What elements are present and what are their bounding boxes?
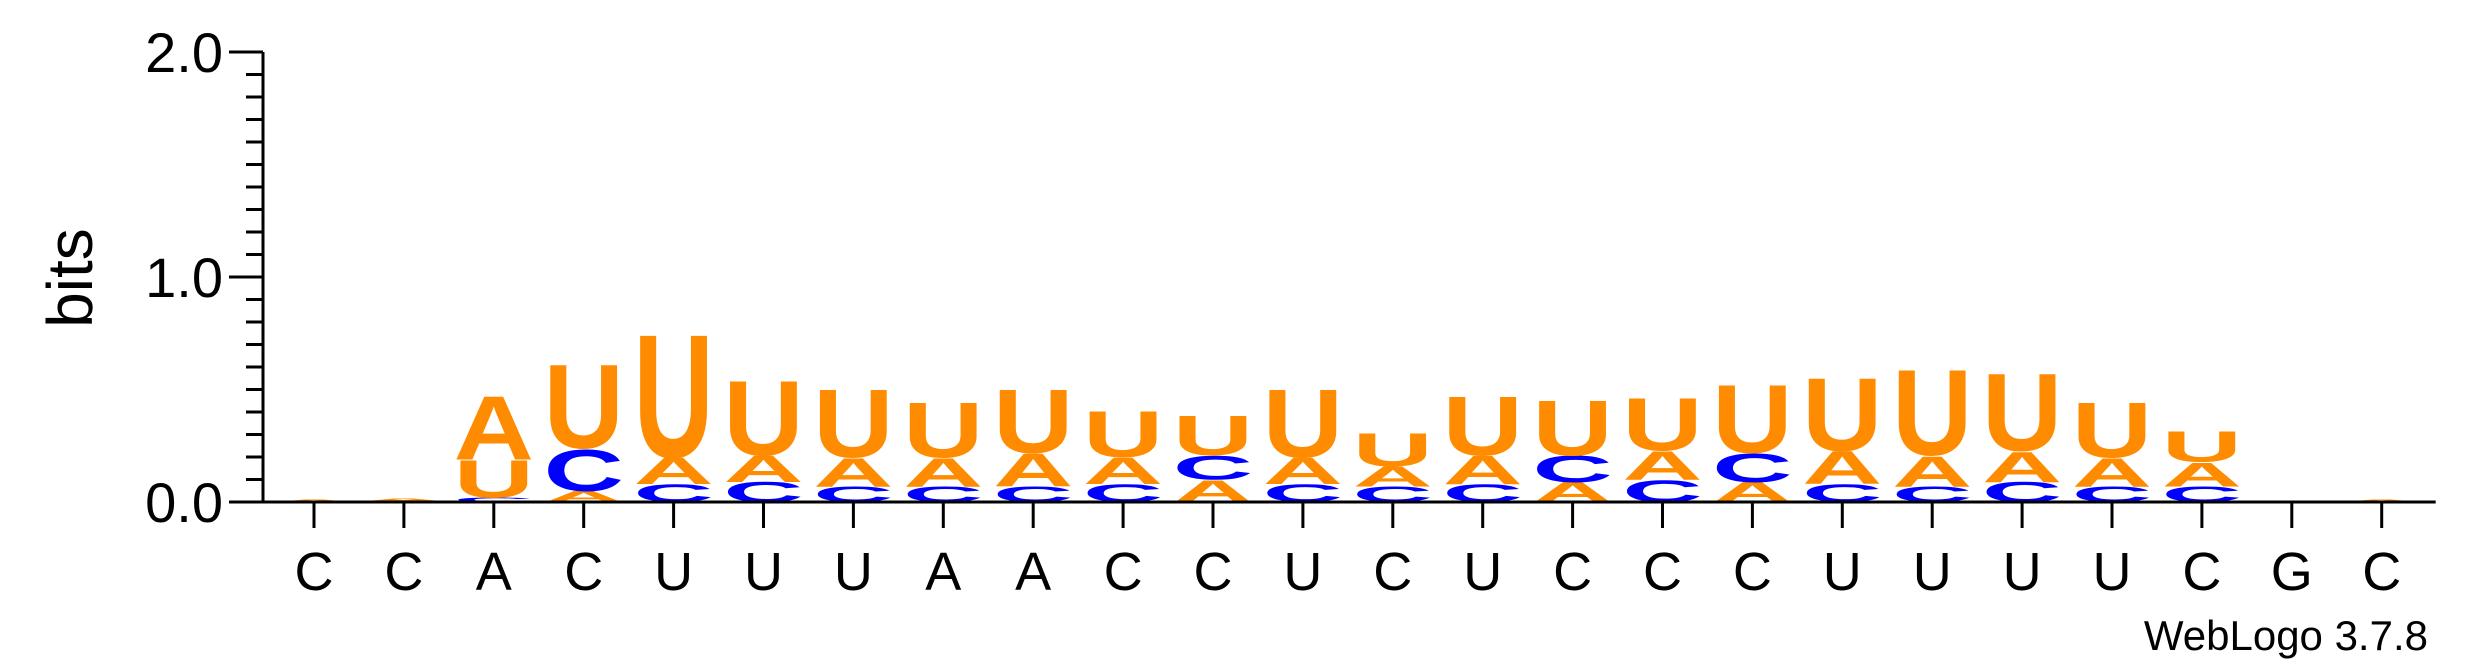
glyph-U: U [2162, 422, 2242, 471]
weblogo-credit: WebLogo 3.7.8 [2144, 612, 2428, 659]
glyph-A: A [1802, 442, 1882, 494]
glyph-A: A [813, 449, 893, 495]
glyph-A: A [993, 444, 1073, 496]
x-tick-label: U [654, 542, 693, 602]
glyph-A: A [1982, 442, 2062, 491]
x-tick-label: C [2362, 542, 2401, 602]
x-tick-label: C [1643, 542, 1682, 602]
glyph-U: U [1802, 357, 1882, 473]
x-tick-label: C [1733, 542, 1772, 602]
glyph-U: U [2072, 387, 2152, 474]
x-tick-label: C [1553, 542, 1592, 602]
y-ticks: 0.0 1.0 2.0 [145, 21, 263, 534]
glyph-U: U [1712, 365, 1792, 474]
glyph-C: C [544, 437, 624, 504]
x-tick-label: A [1015, 542, 1051, 602]
x-tick-label: C [295, 542, 334, 602]
glyph-A: A [633, 450, 713, 492]
glyph-U: U [1173, 403, 1253, 467]
y-tick-label: 0.0 [145, 471, 223, 534]
glyph-A: A [364, 498, 444, 502]
x-tick-label: G [2271, 542, 2313, 602]
glyph-A: A [1353, 461, 1433, 492]
glyph-U: U [1353, 424, 1433, 476]
glyph-U: U [903, 387, 983, 474]
glyph-U: U [1982, 352, 2062, 474]
x-tick-label: C [1373, 542, 1412, 602]
x-tick-label: C [2182, 542, 2221, 602]
x-tick-label: C [1194, 542, 1233, 602]
glyph-U: U [1622, 383, 1702, 467]
x-tick-label: U [744, 542, 783, 602]
glyph-A: A [1083, 450, 1163, 492]
glyph-U: U [1263, 369, 1343, 478]
x-tick-label: A [476, 542, 512, 602]
glyph-A: A [1622, 442, 1702, 488]
x-tick-label: C [564, 542, 603, 602]
glyph-C: C [1173, 449, 1253, 487]
glyph-A: A [1263, 450, 1343, 492]
glyph-U: U [544, 341, 624, 474]
y-tick-label: 2.0 [145, 21, 223, 84]
x-tick-label: U [2003, 542, 2042, 602]
x-tick-label: U [1283, 542, 1322, 602]
glyph-U: U [1892, 344, 1972, 481]
glyph-U: U [1443, 378, 1523, 472]
x-tick-label: U [834, 542, 873, 602]
glyph-A: A [2072, 449, 2152, 495]
glyph-U: U [1532, 385, 1612, 472]
glyph-U: U [813, 369, 893, 478]
x-tick-label: U [1463, 542, 1502, 602]
glyph-U: U [993, 370, 1073, 472]
glyph-A: A [723, 448, 803, 490]
glyph-C: C [1712, 445, 1792, 491]
glyph-A: A [454, 377, 534, 479]
y-axis-label: bits [34, 228, 106, 328]
y-tick-label: 1.0 [145, 246, 223, 309]
glyph-A: A [903, 449, 983, 495]
glyph-C: C [454, 496, 534, 503]
glyph-U: U [1083, 398, 1163, 472]
x-tick-label: U [2093, 542, 2132, 602]
x-tick-label: C [384, 542, 423, 602]
x-tick-label: C [1104, 542, 1143, 602]
x-tick-label: U [1823, 542, 1862, 602]
glyph-A: A [1892, 447, 1972, 496]
glyph-U: U [454, 450, 534, 509]
glyph-U: U [633, 299, 713, 495]
glyph-C: C [1532, 448, 1612, 490]
x-tick-label: A [925, 542, 961, 602]
glyph-A: A [1443, 447, 1523, 493]
glyph-U: U [723, 359, 803, 479]
x-tick-label: U [1913, 542, 1952, 602]
glyph-A: A [2162, 456, 2242, 494]
